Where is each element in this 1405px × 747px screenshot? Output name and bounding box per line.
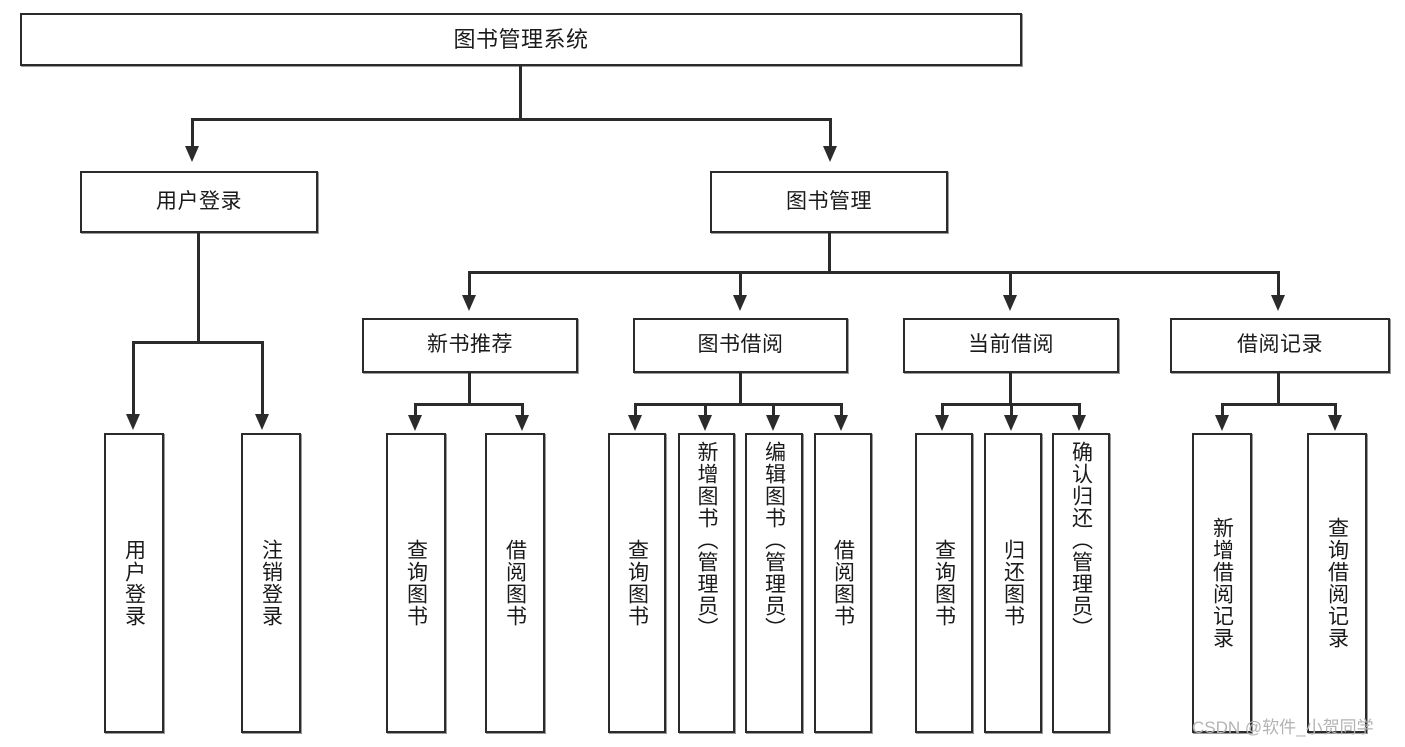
node-label: 图书管理系统 (453, 26, 589, 52)
node-label: 当前借阅 (968, 333, 1054, 357)
arrowhead-to-book-manage (823, 146, 837, 162)
leaf-label: 用户登录 (122, 539, 146, 627)
leaf-label: 归还图书 (1001, 539, 1025, 627)
leaf-label: 查询图书 (932, 539, 956, 627)
connector-to-leaf-bb-borrow (840, 403, 843, 417)
arrowhead-to-leaf-bb-borrow (834, 415, 848, 431)
leaf-label: 查询图书 (404, 539, 428, 627)
connector-to-new-book (468, 271, 471, 297)
connector-new-book-bus (414, 403, 524, 406)
connector-to-leaf-cb-confirm (1078, 403, 1081, 417)
connector-root-bus (191, 118, 832, 121)
arrowhead-to-leaf-logout (255, 414, 269, 430)
leaf-label: 借阅图书 (503, 539, 527, 627)
connector-book-manage-stem (828, 233, 831, 273)
leaf-cb-confirm-return[interactable]: 确认归还（管理员） (1052, 433, 1110, 733)
node-borrow-record[interactable]: 借阅记录 (1170, 318, 1390, 373)
leaf-label: 确认归还（管理员） (1069, 441, 1093, 639)
arrowhead-to-leaf-cb-query (935, 415, 949, 431)
connector-book-manage-bus (468, 271, 1280, 274)
connector-to-borrow-record (1277, 271, 1280, 297)
node-label: 借阅记录 (1237, 333, 1323, 357)
node-book-borrow[interactable]: 图书借阅 (633, 318, 848, 373)
connector-borrow-record-stem (1277, 373, 1280, 405)
arrowhead-to-user-login (185, 146, 199, 162)
connector-to-book-borrow (739, 271, 742, 297)
arrowhead-to-leaf-nb-query (408, 415, 422, 431)
connector-borrow-record-bus (1221, 403, 1337, 406)
arrowhead-to-leaf-cb-return (1004, 415, 1018, 431)
connector-book-borrow-bus (634, 403, 843, 406)
connector-to-leaf-br-add (1221, 403, 1224, 417)
leaf-label: 新增借阅记录 (1210, 517, 1234, 649)
connector-root-stem (519, 66, 522, 119)
leaf-logout[interactable]: 注销登录 (241, 433, 301, 733)
leaf-label: 注销登录 (259, 539, 283, 627)
arrowhead-to-leaf-bb-edit (766, 415, 780, 431)
arrowhead-to-leaf-br-add (1215, 415, 1229, 431)
leaf-bb-query-book[interactable]: 查询图书 (608, 433, 666, 733)
arrowhead-to-leaf-cb-confirm (1072, 415, 1086, 431)
connector-to-leaf-nb-borrow (521, 403, 524, 417)
arrowhead-to-borrow-record (1271, 295, 1285, 311)
leaf-br-add-record[interactable]: 新增借阅记录 (1192, 433, 1252, 733)
leaf-label: 编辑图书（管理员） (762, 441, 786, 639)
node-user-login[interactable]: 用户登录 (80, 171, 318, 233)
connector-to-current-borrow (1009, 271, 1012, 297)
connector-to-leaf-br-query (1334, 403, 1337, 417)
arrowhead-to-leaf-user-login (126, 414, 140, 430)
connector-to-leaf-cb-query (941, 403, 944, 417)
connector-to-leaf-bb-query (634, 403, 637, 417)
arrowhead-to-leaf-bb-query (628, 415, 642, 431)
arrowhead-to-new-book (462, 295, 476, 311)
node-label: 图书借阅 (697, 333, 784, 357)
connector-new-book-stem (468, 373, 471, 405)
leaf-nb-borrow-book[interactable]: 借阅图书 (485, 433, 545, 733)
leaf-user-login[interactable]: 用户登录 (104, 433, 164, 733)
node-label: 用户登录 (156, 189, 242, 213)
leaf-cb-query-book[interactable]: 查询图书 (915, 433, 973, 733)
leaf-bb-borrow-book[interactable]: 借阅图书 (814, 433, 872, 733)
connector-to-leaf-user-login (132, 341, 135, 416)
leaf-bb-add-book[interactable]: 新增图书（管理员） (678, 433, 735, 733)
connector-root-to-book-manage (829, 118, 832, 148)
arrowhead-to-leaf-br-query (1328, 415, 1342, 431)
arrowhead-to-leaf-nb-borrow (515, 415, 529, 431)
arrowhead-to-leaf-bb-add (698, 415, 712, 431)
leaf-label: 查询借阅记录 (1325, 517, 1349, 649)
connector-to-leaf-cb-return (1010, 403, 1013, 417)
connector-root-to-user-login (191, 118, 194, 148)
leaf-label: 新增图书（管理员） (695, 441, 718, 639)
node-root-system[interactable]: 图书管理系统 (20, 13, 1022, 66)
connector-current-borrow-stem (1009, 373, 1012, 405)
connector-book-borrow-stem (739, 373, 742, 405)
leaf-br-query-record[interactable]: 查询借阅记录 (1307, 433, 1367, 733)
connector-to-leaf-bb-add (704, 403, 707, 417)
csdn-watermark: CSDN @软件_小贺同学 (1192, 718, 1374, 737)
node-current-borrow[interactable]: 当前借阅 (903, 318, 1119, 373)
connector-user-login-stem (197, 233, 200, 343)
connector-to-leaf-bb-edit (772, 403, 775, 417)
arrowhead-to-book-borrow (733, 295, 747, 311)
leaf-nb-query-book[interactable]: 查询图书 (386, 433, 446, 733)
connector-to-leaf-logout (261, 341, 264, 416)
node-label: 新书推荐 (427, 333, 513, 357)
node-book-manage[interactable]: 图书管理 (710, 171, 948, 233)
connector-user-login-bus (132, 341, 264, 344)
leaf-label: 查询图书 (625, 539, 649, 627)
arrowhead-to-current-borrow (1003, 295, 1017, 311)
leaf-cb-return-book[interactable]: 归还图书 (984, 433, 1042, 733)
leaf-label: 借阅图书 (831, 539, 855, 627)
connector-to-leaf-nb-query (414, 403, 417, 417)
node-new-book-recommend[interactable]: 新书推荐 (362, 318, 578, 373)
node-label: 图书管理 (786, 189, 872, 213)
leaf-bb-edit-book[interactable]: 编辑图书（管理员） (745, 433, 803, 733)
